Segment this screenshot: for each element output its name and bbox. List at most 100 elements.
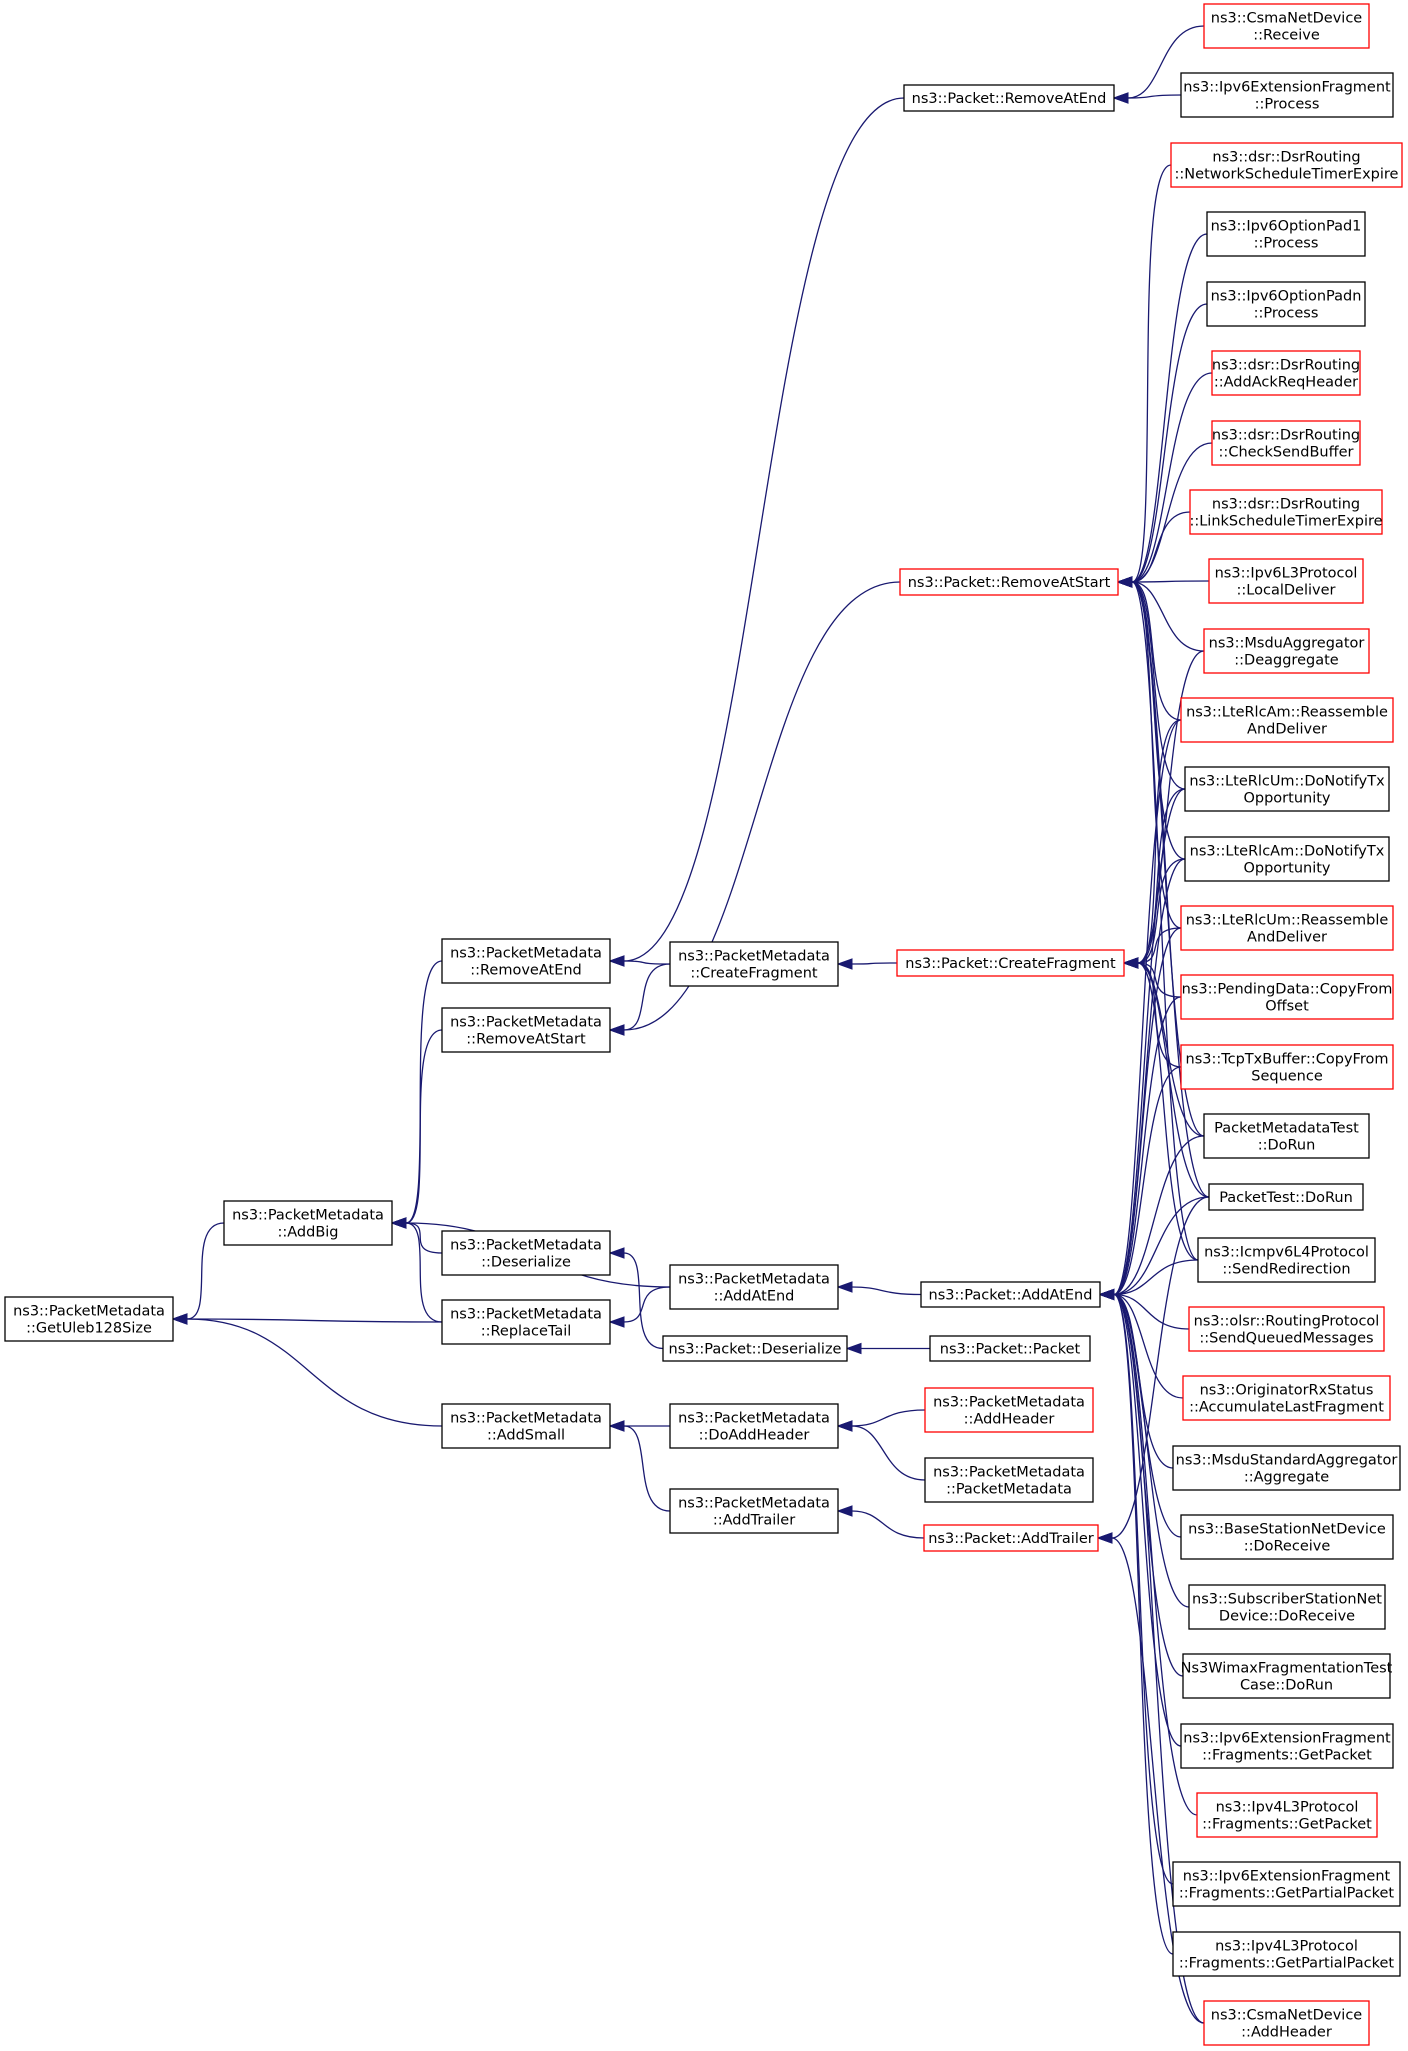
node-dsr_ackreq[interactable]: ns3::dsr::DsrRouting::AddAckReqHeader — [1211, 350, 1361, 396]
node-box — [903, 84, 1115, 112]
node-label-line: ns3::PacketMetadata — [678, 1496, 830, 1512]
nodes-layer: ns3::PacketMetadata::GetUleb128Sizens3::… — [4, 3, 1403, 2046]
node-ss_receive[interactable]: ns3::SubscriberStationNetDevice::DoRecei… — [1188, 1584, 1386, 1630]
node-pm_createfragment[interactable]: ns3::PacketMetadata::CreateFragment — [669, 941, 839, 987]
node-ipv6frag_getpartial[interactable]: ns3::Ipv6ExtensionFragment::Fragments::G… — [1172, 1861, 1401, 1907]
node-p_packet[interactable]: ns3::Packet::Packet — [929, 1335, 1091, 1362]
edge-um_notify-to-p_removeatstart — [1131, 581, 1186, 790]
node-dsr_netsched[interactable]: ns3::dsr::DsrRouting::NetworkScheduleTim… — [1170, 142, 1403, 188]
node-msdu_deagg[interactable]: ns3::MsduAggregator::Deaggregate — [1203, 628, 1370, 674]
node-pm_doaddheader[interactable]: ns3::PacketMetadata::DoAddHeader — [669, 1403, 839, 1449]
node-box — [1203, 628, 1370, 674]
node-label-line: ns3::Packet::AddAtEnd — [929, 1288, 1093, 1304]
node-label-line: ns3::CsmaNetDevice — [1211, 11, 1363, 27]
node-box — [1189, 489, 1383, 535]
node-pm_addheader[interactable]: ns3::PacketMetadata::AddHeader — [924, 1387, 1094, 1433]
edge-dsr_linksched-to-p_removeatstart — [1131, 511, 1191, 583]
node-padn[interactable]: ns3::Ipv6OptionPadn::Process — [1206, 281, 1366, 327]
node-ipv4_getpacket[interactable]: ns3::Ipv4L3Protocol::Fragments::GetPacke… — [1196, 1792, 1378, 1838]
node-ptest_run[interactable]: PacketTest::DoRun — [1208, 1183, 1364, 1211]
node-ipv6frag_getpacket[interactable]: ns3::Ipv6ExtensionFragment::Fragments::G… — [1180, 1723, 1394, 1769]
node-ipv6l3_localdeliver[interactable]: ns3::Ipv6L3Protocol::LocalDeliver — [1208, 558, 1364, 604]
node-label-line: PacketTest::DoRun — [1219, 1190, 1353, 1206]
node-box — [662, 1335, 848, 1362]
node-box — [1180, 1044, 1394, 1090]
arrowhead-pm_addatend-to-addbig — [390, 1217, 407, 1229]
node-csma_receive[interactable]: ns3::CsmaNetDevice::Receive — [1203, 3, 1370, 49]
node-p_createfragment[interactable]: ns3::Packet::CreateFragment — [896, 949, 1125, 977]
node-box — [441, 1230, 611, 1276]
node-box — [1182, 1375, 1391, 1421]
node-box — [1206, 281, 1366, 327]
node-pm_removeatstart[interactable]: ns3::PacketMetadata::RemoveAtStart — [441, 1007, 611, 1053]
edge-am_notify-to-p_createfragment — [1137, 858, 1186, 964]
node-pm_removeatend[interactable]: ns3::PacketMetadata::RemoveAtEnd — [441, 938, 611, 984]
node-label-line: ::Deserialize — [481, 1255, 571, 1271]
node-addbig[interactable]: ns3::PacketMetadata::AddBig — [223, 1200, 393, 1246]
node-p_removeatstart[interactable]: ns3::Packet::RemoveAtStart — [899, 568, 1119, 596]
node-label-line: ns3::PacketMetadata — [933, 1395, 1085, 1411]
node-replacetail[interactable]: ns3::PacketMetadata::ReplaceTail — [441, 1299, 611, 1345]
arrowhead-p_removeatend-to-pm_removeatend — [608, 955, 625, 967]
edge-pm_deserialize-to-addbig — [405, 1222, 443, 1254]
edge-ipv4_getpacket-to-p_addatend — [1113, 1293, 1198, 1816]
node-ipv4_getpartial[interactable]: ns3::Ipv4L3Protocol::Fragments::GetParti… — [1172, 1931, 1401, 1977]
node-label-line: Case::DoRun — [1240, 1678, 1333, 1694]
node-label-line: AndDeliver — [1247, 722, 1327, 738]
node-label-line: ns3::Packet::CreateFragment — [905, 956, 1116, 972]
node-p_addtrailer[interactable]: ns3::Packet::AddTrailer — [923, 1524, 1099, 1552]
node-p_removeatend[interactable]: ns3::Packet::RemoveAtEnd — [903, 84, 1115, 112]
node-box — [223, 1200, 393, 1246]
node-label-line: ns3::MsduAggregator — [1209, 636, 1365, 652]
node-olsr_queued[interactable]: ns3::olsr::RoutingProtocol::SendQueuedMe… — [1188, 1306, 1385, 1352]
node-label-line: ns3::LteRlcUm::Reassemble — [1186, 913, 1389, 929]
node-label-line: ns3::PacketMetadata — [450, 1411, 602, 1427]
node-pm_packetmetadata[interactable]: ns3::PacketMetadata::PacketMetadata — [924, 1457, 1094, 1503]
node-ipv6frag_process[interactable]: ns3::Ipv6ExtensionFragment::Process — [1180, 72, 1394, 118]
node-label-line: ns3::PendingData::CopyFrom — [1182, 982, 1393, 998]
node-pad1[interactable]: ns3::Ipv6OptionPad1::Process — [1206, 211, 1366, 257]
node-label-line: ::RemoveAtEnd — [470, 963, 582, 979]
arrowhead-csma_addheader-to-p_addatend — [1098, 1288, 1115, 1301]
node-label-line: ::NetworkScheduleTimerExpire — [1175, 167, 1399, 183]
node-label-line: ns3::Packet::RemoveAtEnd — [912, 91, 1107, 107]
node-pm_deserialize[interactable]: ns3::PacketMetadata::Deserialize — [441, 1230, 611, 1276]
node-p_deserialize[interactable]: ns3::Packet::Deserialize — [662, 1335, 848, 1362]
node-label-line: ns3::PacketMetadata — [678, 949, 830, 965]
edge-p_addtrailer-to-pm_addtrailer — [851, 1510, 925, 1539]
node-label-line: ns3::Ipv6ExtensionFragment — [1183, 80, 1391, 96]
node-box — [441, 1007, 611, 1053]
node-pm_addtrailer[interactable]: ns3::PacketMetadata::AddTrailer — [669, 1488, 839, 1534]
node-bs_receive[interactable]: ns3::BaseStationNetDevice::DoReceive — [1180, 1514, 1394, 1560]
node-label-line: ns3::Packet::Deserialize — [669, 1342, 842, 1358]
node-box — [1211, 420, 1361, 466]
arrowhead-icmp_redirect-to-p_createfragment — [1122, 957, 1139, 969]
node-label-line: ns3::PacketMetadata — [678, 1411, 830, 1427]
node-box — [1188, 1584, 1386, 1630]
edge-replacetail-to-getuleb — [186, 1318, 443, 1323]
edge-am_reassemble-to-p_removeatstart — [1131, 581, 1182, 721]
node-icmp_redirect[interactable]: ns3::Icmpv6L4Protocol::SendRedirection — [1197, 1237, 1376, 1283]
node-label-line: ::AddHeader — [1241, 2025, 1332, 2041]
node-csma_addheader[interactable]: ns3::CsmaNetDevice::AddHeader — [1203, 2000, 1370, 2046]
node-pm_addatend[interactable]: ns3::PacketMetadata::AddAtEnd — [669, 1264, 839, 1310]
node-box — [441, 1299, 611, 1345]
node-msdustd_agg[interactable]: ns3::MsduStandardAggregator::Aggregate — [1172, 1445, 1401, 1491]
edge-um_reassemble-to-p_createfragment — [1137, 927, 1182, 964]
node-p_addatend[interactable]: ns3::Packet::AddAtEnd — [920, 1281, 1101, 1308]
node-label-line: Sequence — [1251, 1069, 1323, 1085]
edge-addsmall-to-getuleb — [186, 1318, 443, 1427]
node-dsr_linksched[interactable]: ns3::dsr::DsrRouting::LinkScheduleTimerE… — [1189, 489, 1383, 535]
node-addsmall[interactable]: ns3::PacketMetadata::AddSmall — [441, 1403, 611, 1449]
node-label-line: ::AddBig — [277, 1225, 338, 1241]
node-pmtest_run[interactable]: PacketMetadataTest::DoRun — [1203, 1113, 1370, 1159]
node-dsr_checksend[interactable]: ns3::dsr::DsrRouting::CheckSendBuffer — [1211, 420, 1361, 466]
node-orig_accum[interactable]: ns3::OriginatorRxStatus::AccumulateLastF… — [1182, 1375, 1391, 1421]
